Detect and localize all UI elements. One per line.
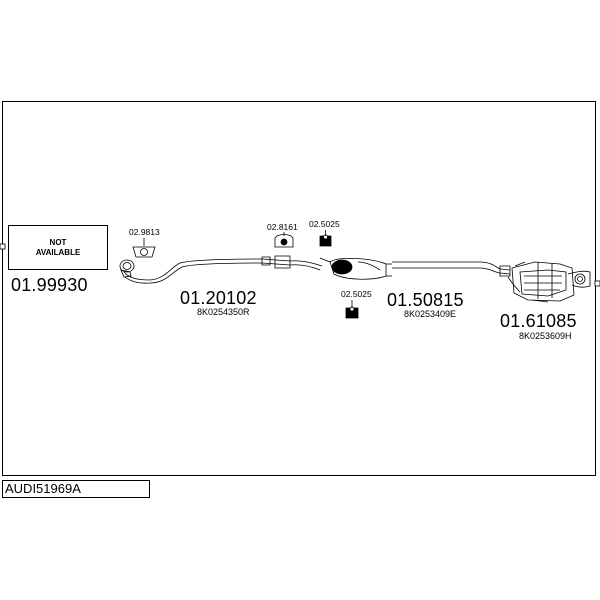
downpipe-flange-icon [119, 259, 151, 284]
not-available-box: NOT AVAILABLE [8, 225, 108, 270]
part-number-catalytic[interactable]: 01.99930 [11, 275, 88, 295]
oem-number-front-pipe: 8K0254350R [197, 307, 250, 317]
centre-silencer [289, 257, 392, 280]
intermediate-pipe [392, 261, 511, 277]
part-number-front-pipe[interactable]: 01.20102 [180, 288, 257, 308]
right-end-connector [594, 280, 600, 287]
not-available-line-2: AVAILABLE [35, 247, 81, 257]
rear-silencer [507, 261, 591, 303]
not-available-line-1: NOT [49, 237, 67, 247]
reference-code: AUDI51969A [5, 481, 81, 496]
rubber-mount-icon [319, 230, 332, 247]
gasket-icon [132, 238, 156, 258]
part-number-rear-silencer[interactable]: 01.61085 [500, 311, 577, 331]
diagram-frame [2, 101, 596, 476]
oem-number-rear-silencer: 8K0253609H [519, 331, 572, 341]
clamp-icon [274, 232, 294, 248]
rubber-mount-icon [345, 300, 359, 319]
front-pipe [149, 255, 291, 284]
accessory-number-clamp[interactable]: 02.8161 [267, 222, 298, 232]
accessory-number-rubber-mount-lower[interactable]: 02.5025 [341, 289, 372, 299]
part-number-centre-silencer[interactable]: 01.50815 [387, 290, 464, 310]
accessory-number-rubber-mount-top[interactable]: 02.5025 [309, 219, 340, 229]
accessory-number-gasket[interactable]: 02.9813 [129, 227, 160, 237]
left-end-connector [0, 243, 6, 250]
oem-number-centre-silencer: 8K0253409E [404, 309, 457, 319]
reference-code-box: AUDI51969A [2, 480, 150, 498]
